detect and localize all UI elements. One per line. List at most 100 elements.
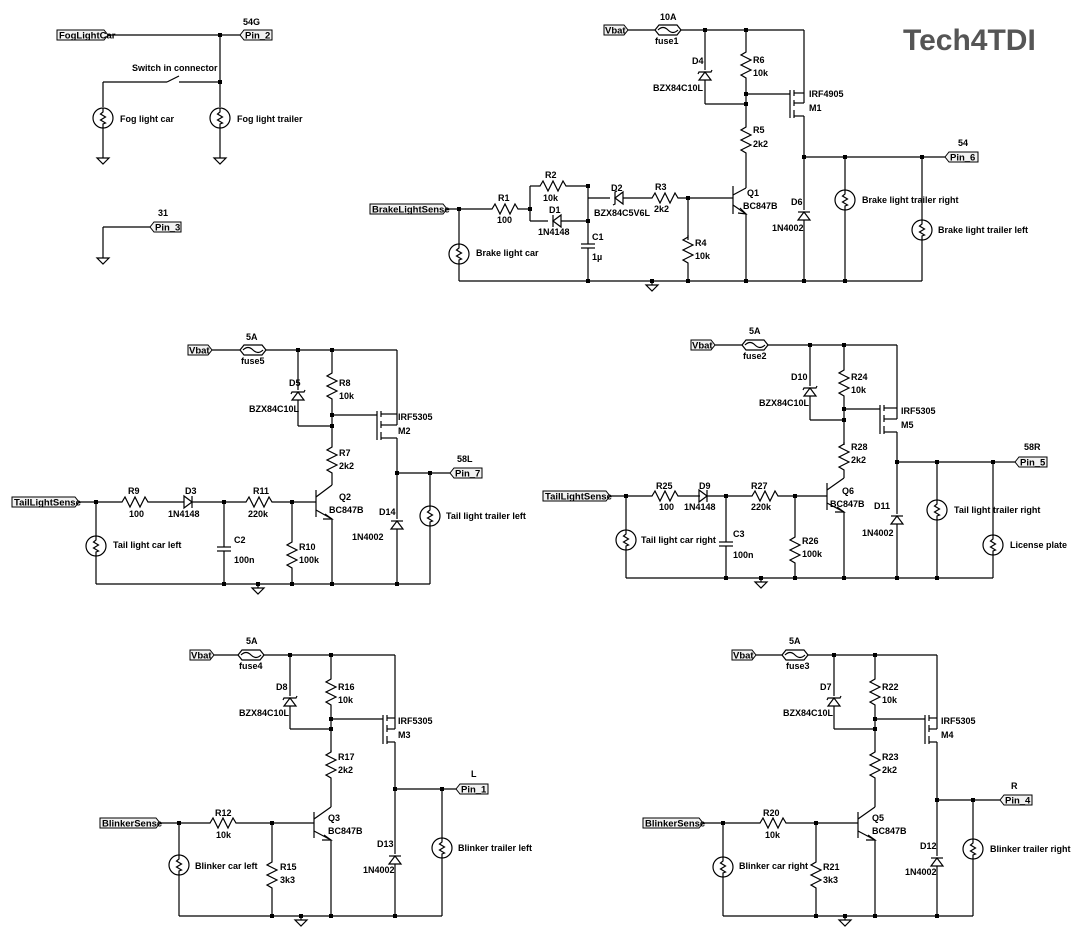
mosfet-icon xyxy=(924,655,938,800)
zener-diode-icon xyxy=(802,385,818,397)
port-label: FogLightCar xyxy=(59,31,116,42)
port-vbat[interactable]: Vbat xyxy=(690,339,716,352)
component-label: 1N4002 xyxy=(772,223,804,233)
component-label: R12 xyxy=(215,808,232,818)
component-label: 2k2 xyxy=(654,204,669,214)
port-vbat[interactable]: Vbat xyxy=(189,649,215,662)
fuse-icon xyxy=(654,24,682,36)
port-blinker-sense[interactable]: BlinkerSense xyxy=(642,817,705,830)
switch-icon xyxy=(166,75,180,83)
port-fog-light-car[interactable]: FogLightCar xyxy=(56,29,116,42)
pin-7[interactable]: Pin_7 xyxy=(449,467,483,480)
ground-icon xyxy=(213,153,227,165)
lamp-label: Fog light trailer xyxy=(237,114,303,124)
component-label: 100k xyxy=(299,555,320,565)
pin-3[interactable]: Pin_3 xyxy=(149,221,182,234)
pin-name-54g: 54G xyxy=(243,17,260,27)
tail-light-left-circuit: Vbat 5A fuse5 D5 BZX84C10L R8 10k xyxy=(11,332,526,595)
component-label: IRF5305 xyxy=(398,412,433,422)
component-label: 2k2 xyxy=(339,461,354,471)
component-label: Vbat xyxy=(605,26,626,37)
component-label: Tail light trailer left xyxy=(446,511,526,521)
diode-icon xyxy=(388,855,402,865)
component-label: Pin_2 xyxy=(245,31,270,42)
component-label: R11 xyxy=(253,486,269,496)
component-label: 1N4002 xyxy=(862,528,894,538)
port-vbat[interactable]: Vbat xyxy=(603,24,629,37)
lamp-icon xyxy=(926,499,948,521)
fuse-rating: 10A xyxy=(660,12,677,22)
resistor-icon xyxy=(326,370,338,402)
component-label: BlinkerSense xyxy=(645,819,705,830)
component-label: R10 xyxy=(299,542,316,552)
component-label: D12 xyxy=(920,841,937,851)
fog-light-circuit: FogLightCar Pin_2 54G Switch in connecto… xyxy=(56,17,303,165)
port-brake-light-sense[interactable]: BrakeLightSense xyxy=(369,203,450,216)
component-label: M2 xyxy=(398,426,411,436)
ground-pin-circuit: 31 Pin_3 xyxy=(96,208,182,265)
component-label: R27 xyxy=(751,481,768,491)
component-label: D14 xyxy=(379,507,396,517)
component-label: C1 xyxy=(592,232,604,242)
component-label: 5A xyxy=(246,332,258,342)
component-label: fuse3 xyxy=(786,661,810,671)
component-label: R6 xyxy=(753,55,765,65)
lamp-icon xyxy=(962,838,984,860)
component-label: BC847B xyxy=(743,201,778,211)
capacitor-icon xyxy=(580,243,596,249)
component-label: BrakeLightSense xyxy=(372,205,450,216)
component-label: 220k xyxy=(248,509,269,519)
component-label: 2k2 xyxy=(882,765,897,775)
component-label: Blinker trailer left xyxy=(458,843,532,853)
component-label: 1N4148 xyxy=(538,227,570,237)
component-label: 5A xyxy=(246,636,258,646)
resistor-icon xyxy=(838,441,850,473)
port-vbat[interactable]: Vbat xyxy=(731,649,757,662)
zener-diode-icon xyxy=(282,695,298,707)
resistor-icon xyxy=(869,749,881,781)
component-label: M1 xyxy=(809,103,822,113)
component-label: M4 xyxy=(941,730,954,740)
component-label: Q3 xyxy=(328,813,340,823)
component-label: Tail light car right xyxy=(641,535,716,545)
component-label: Blinker car left xyxy=(195,861,258,871)
pin-2[interactable]: Pin_2 xyxy=(239,29,273,42)
component-label: L xyxy=(471,769,477,779)
pin-1[interactable]: Pin_1 xyxy=(455,783,489,796)
component-label: IRF5305 xyxy=(398,716,433,726)
component-label: R26 xyxy=(802,536,819,546)
pin-5[interactable]: Pin_5 xyxy=(1014,456,1048,469)
component-label: fuse4 xyxy=(239,661,263,671)
component-label: R3 xyxy=(655,182,667,192)
component-label: License plate xyxy=(1010,540,1067,550)
pin-4[interactable]: Pin_4 xyxy=(999,794,1033,807)
pin-6[interactable]: Pin_6 xyxy=(944,151,979,164)
port-blinker-sense[interactable]: BlinkerSense xyxy=(99,817,162,830)
component-label: BlinkerSense xyxy=(102,819,162,830)
resistor-icon xyxy=(243,496,275,508)
component-label: Vbat xyxy=(189,346,210,357)
component-label: fuse2 xyxy=(743,351,767,361)
resistor-icon xyxy=(266,859,278,891)
port-tail-light-sense[interactable]: TailLightSense xyxy=(542,490,612,503)
diode-icon xyxy=(390,520,404,530)
component-label: Brake light trailer right xyxy=(862,195,959,205)
component-label: D3 xyxy=(185,486,197,496)
component-label: BZX84C10L xyxy=(759,398,810,408)
component-label: R20 xyxy=(763,808,780,818)
lamp-icon xyxy=(209,107,231,129)
component-label: 10k xyxy=(339,391,355,401)
ground-icon xyxy=(294,915,308,927)
lamp-icon xyxy=(431,837,453,859)
port-tail-light-sense[interactable]: TailLightSense xyxy=(11,496,81,509)
component-label: C3 xyxy=(733,529,745,539)
component-label: BZX84C10L xyxy=(239,708,290,718)
mosfet-icon xyxy=(789,30,805,157)
brake-light-circuit: Vbat 10A fuse1 D4 BZX84C10L R6 10k xyxy=(369,12,1028,292)
resistor-icon xyxy=(325,749,337,781)
component-label: 3k3 xyxy=(823,875,838,885)
port-vbat[interactable]: Vbat xyxy=(187,344,213,357)
component-label: BZX84C10L xyxy=(653,83,704,93)
component-label: 10k xyxy=(851,385,867,395)
component-label: R21 xyxy=(823,862,840,872)
